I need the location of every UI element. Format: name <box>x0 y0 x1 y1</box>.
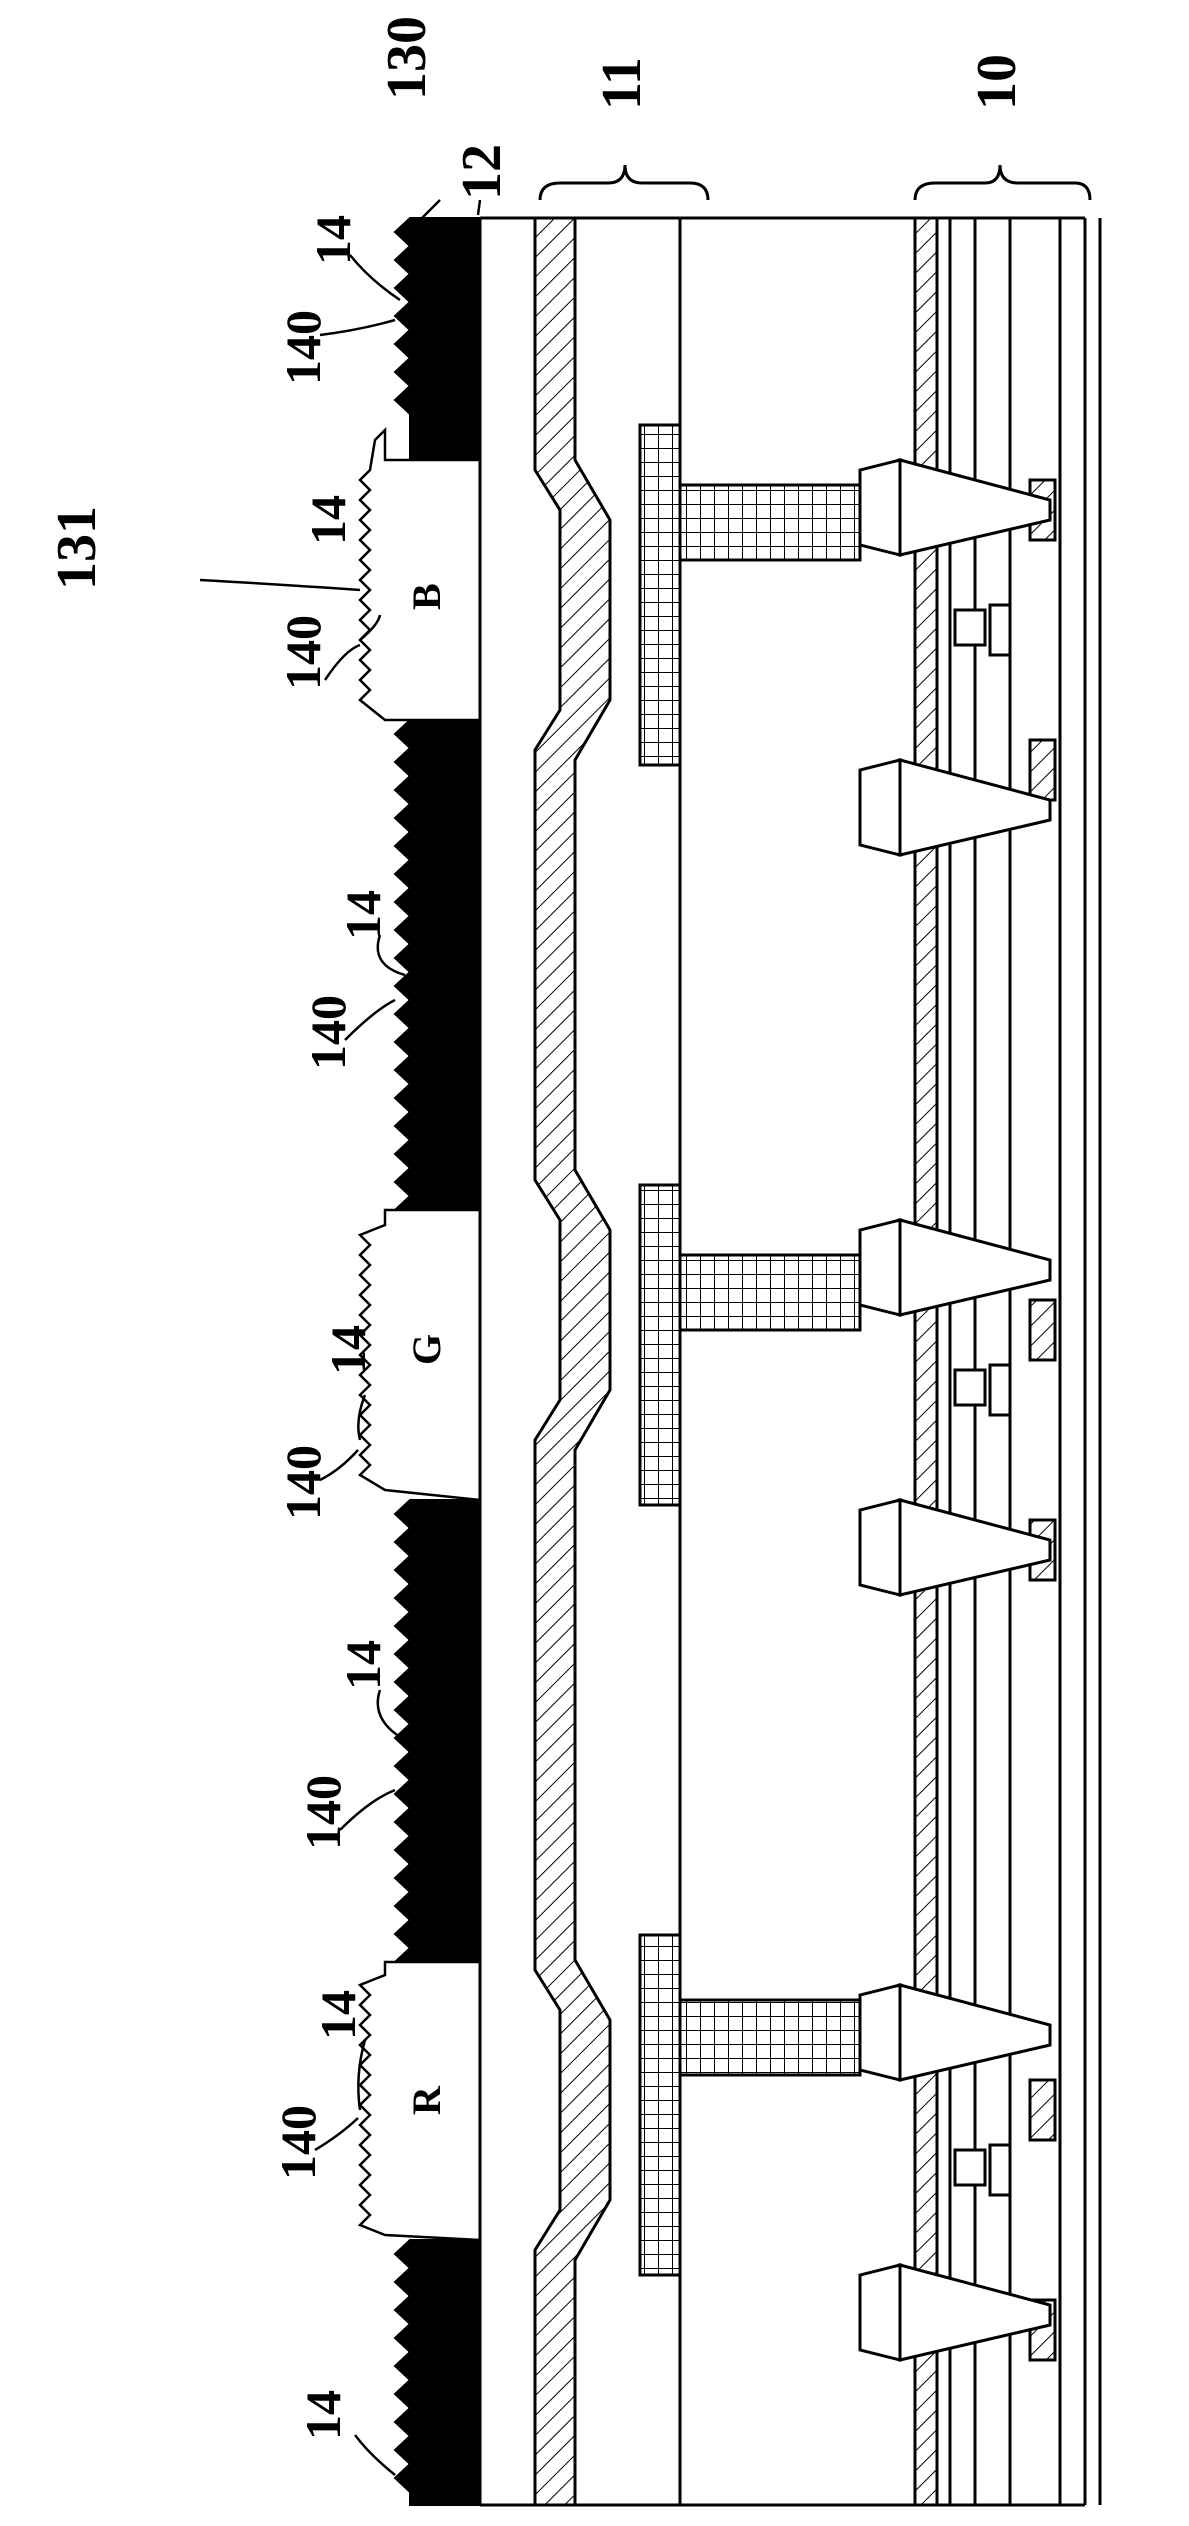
label-11: 11 <box>591 57 653 110</box>
callout-140-bm2: 140 <box>300 995 356 1070</box>
callout-140-b: 140 <box>275 615 331 690</box>
subpixel-label-r: R <box>404 2085 449 2115</box>
callout-140-top: 140 <box>275 310 331 385</box>
brace-11 <box>540 165 708 200</box>
callout-14-g: 14 <box>320 1325 376 1375</box>
subpixel-label-g: G <box>404 1334 449 1365</box>
callout-140-r: 140 <box>270 2105 326 2180</box>
via-contacts <box>860 460 1050 2360</box>
callout-14-top: 14 <box>305 215 361 265</box>
callout-140-bm3: 140 <box>295 1775 351 1850</box>
brace-10 <box>915 165 1090 200</box>
label-131: 131 <box>46 506 108 590</box>
layer-10-hatched-strip <box>915 218 937 2505</box>
callout-14-r: 14 <box>310 1990 366 2040</box>
label-130: 130 <box>376 16 438 100</box>
subpixel-label-b: B <box>404 583 449 610</box>
label-12: 12 <box>451 144 513 200</box>
pixel-electrode-grids <box>640 425 860 2275</box>
callout-140-g: 140 <box>275 1445 331 1520</box>
layer-11-hatched-electrode <box>535 218 610 2505</box>
tft-elements <box>955 480 1055 2360</box>
callout-14-bottom: 14 <box>295 2390 351 2440</box>
label-10: 10 <box>966 54 1028 110</box>
callout-14-b: 14 <box>300 495 356 545</box>
callout-14-bm3: 14 <box>335 1640 391 1690</box>
callout-14-bm2: 14 <box>335 890 391 940</box>
